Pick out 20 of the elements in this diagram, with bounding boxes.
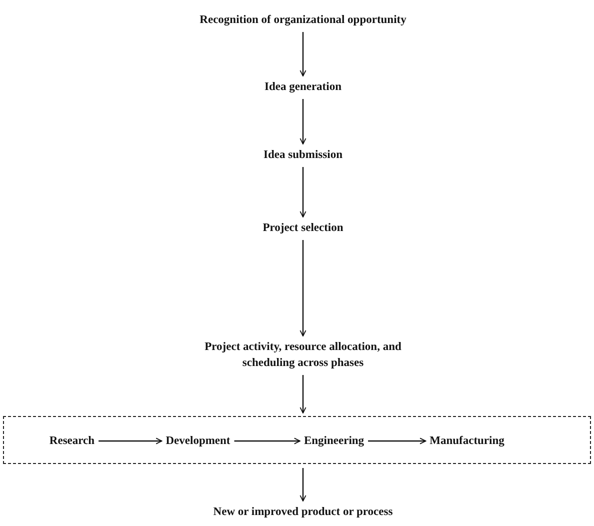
arrow	[300, 468, 306, 502]
step-label: Idea generation	[264, 80, 342, 95]
step-label: New or improved product or process	[213, 505, 393, 520]
step-label: Project selection	[262, 221, 344, 236]
step-label: Idea submission	[264, 148, 342, 163]
arrow	[368, 438, 426, 444]
step-label: Engineering	[304, 434, 364, 449]
arrow	[300, 167, 306, 218]
arrow	[300, 32, 306, 76]
arrow	[234, 438, 300, 444]
arrow	[300, 99, 306, 144]
step-label: Research	[49, 434, 95, 449]
arrow	[300, 375, 306, 414]
arrow	[300, 240, 306, 336]
arrow	[98, 438, 162, 444]
step-label: Development	[166, 434, 230, 449]
step-label: Recognition of organizational opportunity	[200, 13, 406, 28]
dashed-box	[3, 416, 591, 464]
step-label: Project activity, resource allocation, and scheduling across phases	[204, 340, 402, 371]
step-label: Manufacturing	[430, 434, 504, 449]
